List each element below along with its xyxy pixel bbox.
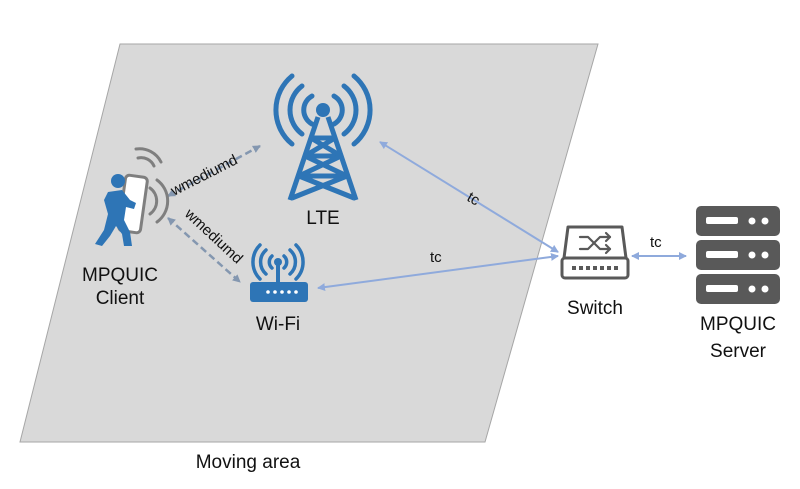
- person-with-phone-icon: [95, 147, 170, 246]
- switch-node: Switch: [560, 225, 630, 319]
- cell-tower-icon: [273, 73, 373, 201]
- connections: [167, 141, 687, 292]
- moving-area: [19, 43, 599, 443]
- edge-lte-switch: [379, 141, 559, 253]
- switch-label: Switch: [567, 298, 623, 319]
- edge-label-wifi-switch: tc: [430, 249, 442, 266]
- moving-area-label: Moving area: [196, 452, 301, 473]
- edge-wifi-switch: [317, 252, 559, 292]
- network-switch-icon: [560, 225, 630, 280]
- server-node: MPQUIC Server: [696, 206, 780, 362]
- wifi-router-icon: [250, 243, 308, 302]
- edge-client-wifi: [167, 217, 241, 283]
- client-label-line2: Client: [96, 288, 145, 309]
- client-node: MPQUIC Client: [82, 147, 170, 309]
- edge-label-switch-server: tc: [650, 234, 662, 251]
- wifi-node: Wi-Fi: [250, 243, 308, 335]
- edge-client-lte: [167, 144, 261, 198]
- server-rack-icon: [696, 206, 780, 304]
- client-label-line1: MPQUIC: [82, 265, 158, 286]
- lte-node: LTE: [273, 73, 373, 229]
- lte-label: LTE: [306, 208, 339, 229]
- wifi-label: Wi-Fi: [256, 314, 300, 335]
- server-label-line2: Server: [710, 341, 767, 362]
- server-label-line1: MPQUIC: [700, 314, 776, 335]
